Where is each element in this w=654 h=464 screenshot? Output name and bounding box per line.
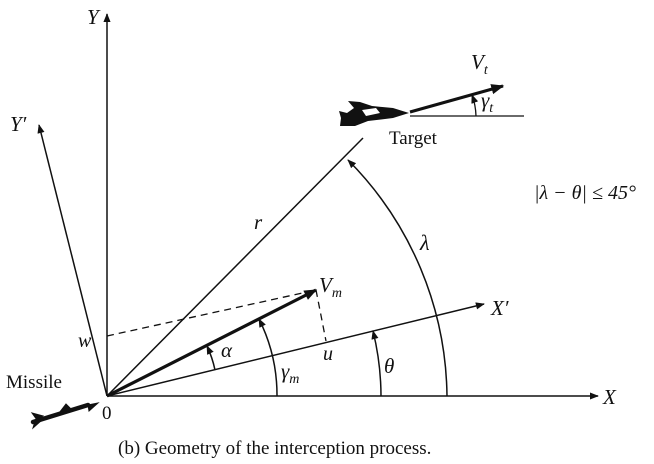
- projection-w-dashed: [106, 289, 317, 337]
- gamma-t-arc: [471, 94, 479, 117]
- lambda-arc: [347, 159, 448, 397]
- target-aircraft-icon: [339, 101, 409, 126]
- figure-caption: (b) Geometry of the interception process…: [118, 438, 431, 459]
- constraint-label: |λ − θ| ≤ 45°: [534, 182, 636, 204]
- v-t-label: Vt: [471, 50, 489, 78]
- u-label: u: [323, 343, 333, 365]
- y-prime-axis-label: Y′: [10, 112, 27, 136]
- lambda-label: λ: [419, 230, 430, 255]
- gamma-m-arc: [258, 318, 278, 397]
- alpha-arc: [206, 345, 216, 371]
- x-prime-axis-label: X′: [490, 296, 509, 320]
- missile-icon: [30, 402, 100, 430]
- gamma-m-label: γm: [281, 359, 299, 387]
- gamma-t-label: γt: [481, 88, 494, 116]
- alpha-label: α: [221, 338, 233, 362]
- r-label: r: [254, 210, 263, 234]
- y-axis-label: Y: [87, 5, 101, 29]
- x-axis-label: X: [602, 385, 617, 409]
- missile-velocity-vector: [106, 288, 318, 398]
- y-prime-axis-line: [37, 124, 108, 397]
- projection-u-dashed: [315, 289, 327, 342]
- origin-label: 0: [102, 403, 112, 424]
- theta-label: θ: [384, 354, 394, 378]
- line-of-sight-r: [106, 137, 364, 397]
- missile-label: Missile: [6, 372, 62, 393]
- x-prime-axis-line: [106, 302, 485, 397]
- theta-arc: [371, 330, 382, 397]
- v-m-label: Vm: [319, 273, 342, 301]
- target-label: Target: [389, 128, 438, 149]
- w-label: w: [78, 330, 92, 352]
- target-velocity-vector: [409, 84, 505, 114]
